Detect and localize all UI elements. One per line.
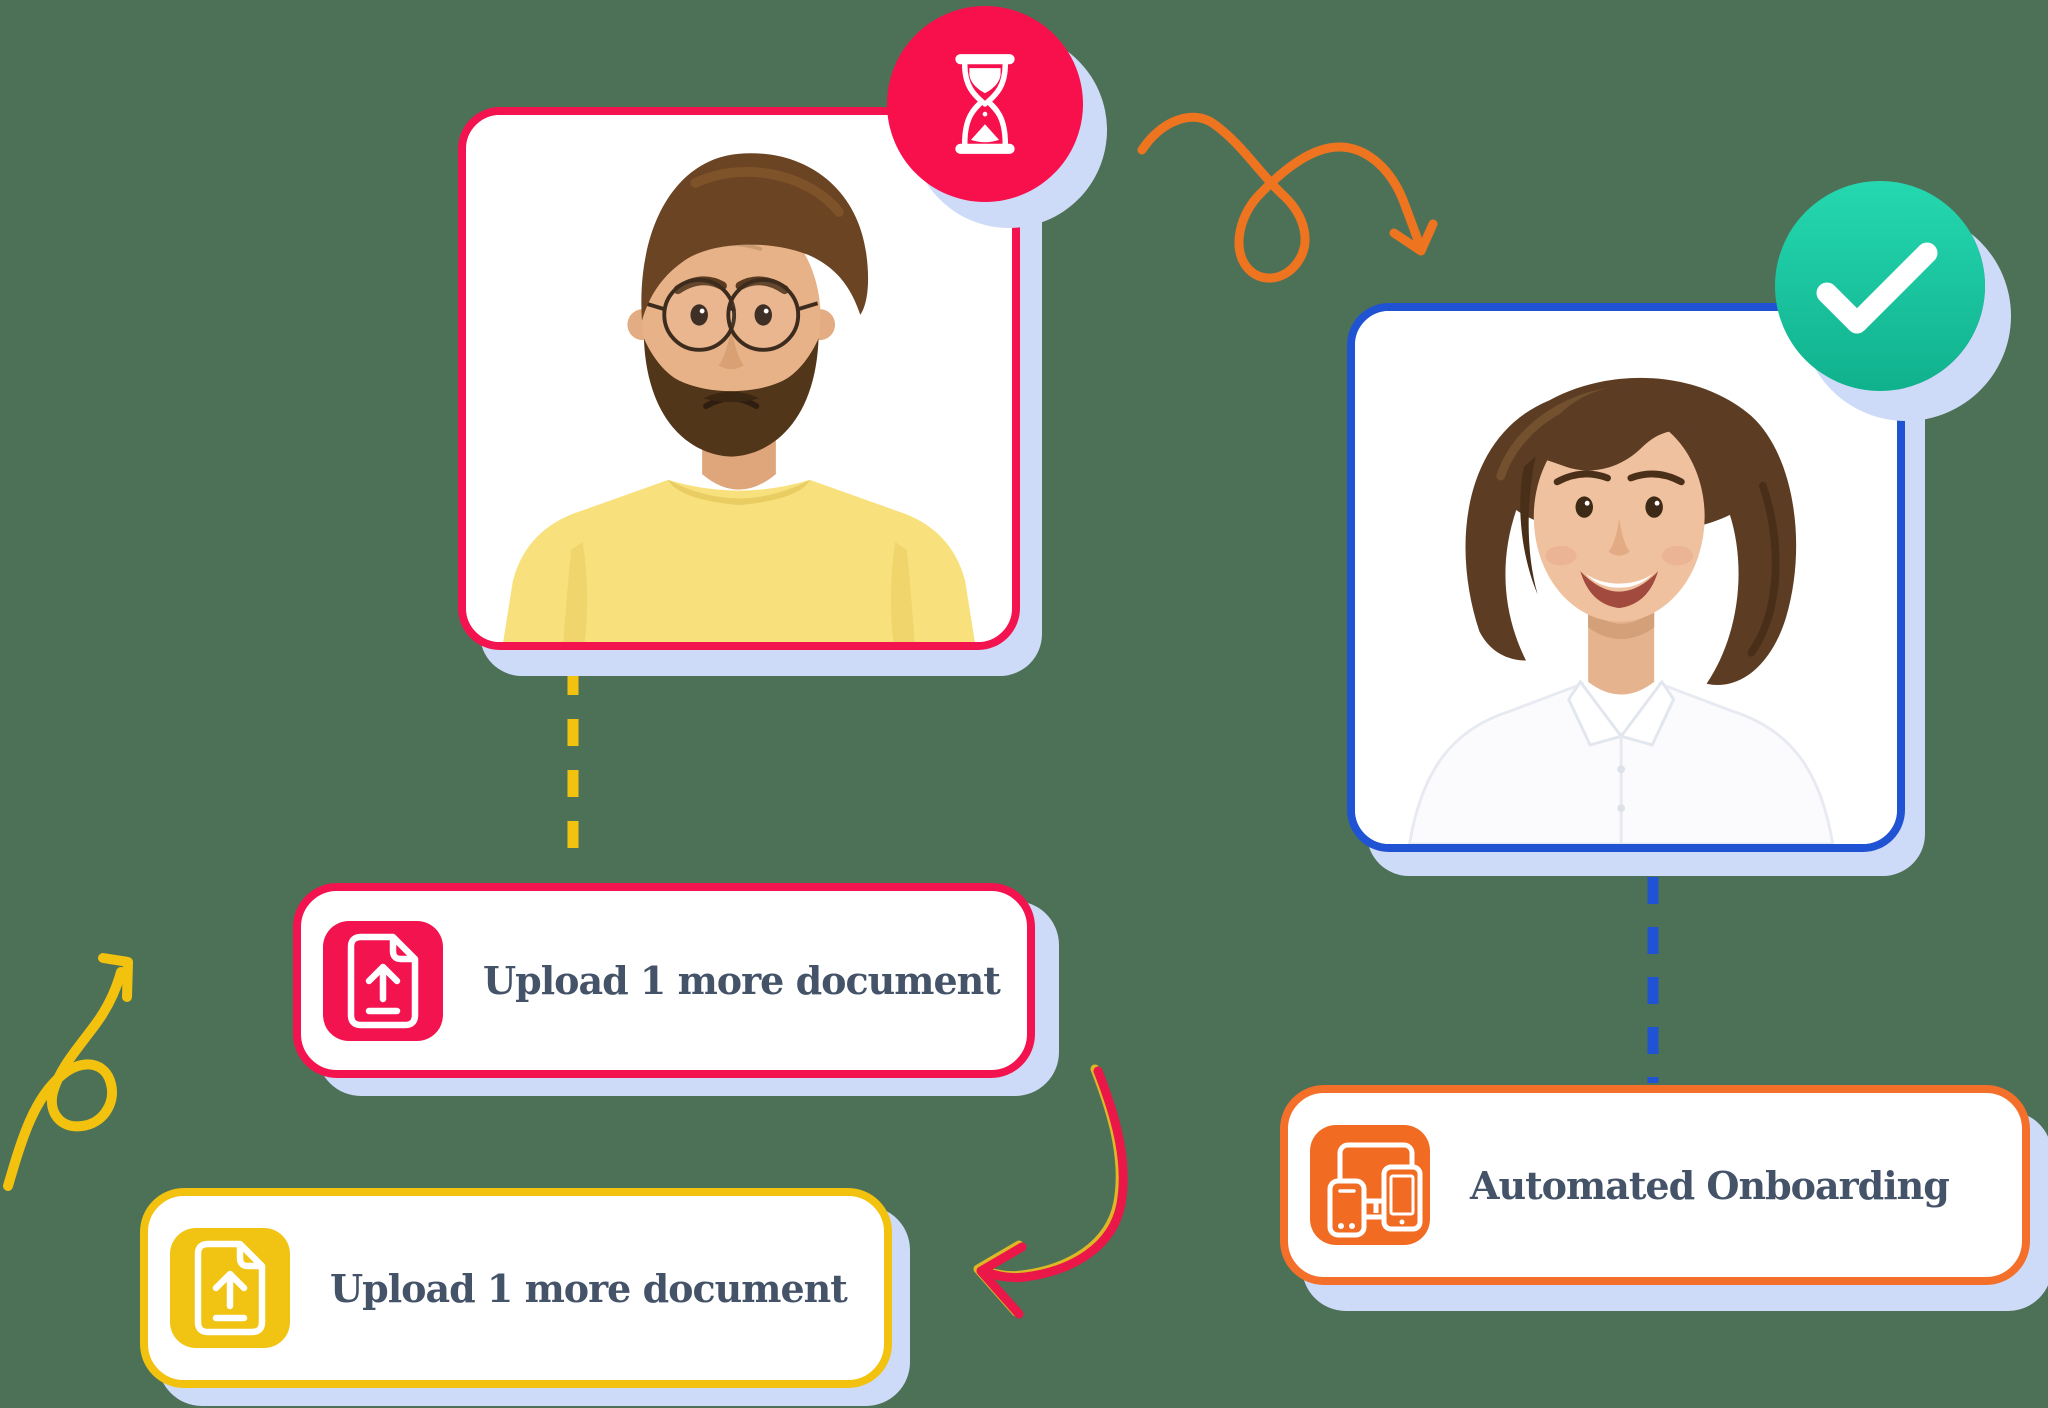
- pending-status-badge: [887, 6, 1083, 202]
- devices-icon: [1310, 1125, 1430, 1245]
- hourglass-icon: [955, 54, 1015, 154]
- smiling-woman-portrait: [1355, 311, 1897, 844]
- orange-spiral-arrow: [1137, 112, 1438, 283]
- yellow-curl-arrow: [3, 953, 133, 1191]
- portrait-card-before: [458, 107, 1020, 650]
- automated-onboarding-card: Automated Onboarding: [1280, 1085, 2030, 1285]
- upload-step-card-2: Upload 1 more document: [140, 1188, 892, 1388]
- automated-onboarding-label: Automated Onboarding: [1470, 1162, 1950, 1208]
- checkmark-icon: [1816, 242, 1938, 334]
- document-upload-icon: [323, 920, 443, 1041]
- approved-status-badge: [1775, 181, 1985, 391]
- frustrated-man-portrait: [466, 115, 1012, 642]
- document-upload-icon: [170, 1228, 290, 1348]
- upload-step-card-1: Upload 1 more document: [293, 883, 1035, 1078]
- upload-step-label-2: Upload 1 more document: [330, 1265, 848, 1311]
- red-curved-arrow: [973, 1064, 1128, 1319]
- upload-step-label-1: Upload 1 more document: [483, 958, 1001, 1003]
- glasses: [644, 278, 819, 352]
- portrait-card-after: [1347, 303, 1905, 852]
